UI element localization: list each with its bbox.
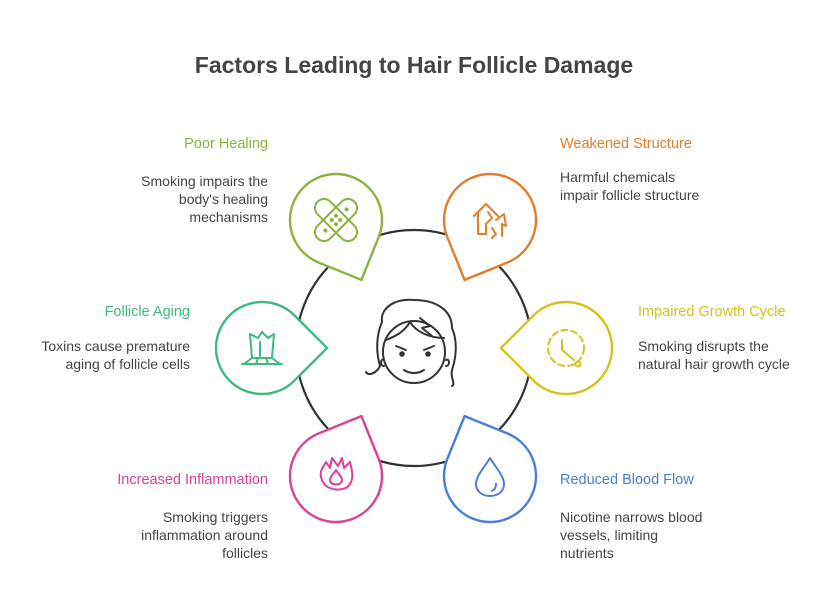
tree-stump-icon xyxy=(241,331,283,365)
description-line: aging of follicle cells xyxy=(65,356,190,372)
factor-pin-reduced-blood-flow xyxy=(442,414,538,524)
factor-heading-weakened-structure: Weakened Structure xyxy=(560,136,692,152)
factor-heading-poor-healing: Poor Healing xyxy=(184,136,268,152)
factor-heading-reduced-blood-flow: Reduced Blood Flow xyxy=(560,472,694,488)
factor-heading-follicle-aging: Follicle Aging xyxy=(104,304,190,320)
bandage-icon xyxy=(313,197,359,243)
description-line: nutrients xyxy=(560,545,614,561)
factor-description-follicle-aging: Toxins cause premature aging of follicle… xyxy=(41,337,190,373)
flame-icon xyxy=(319,457,354,491)
description-line: follicles xyxy=(222,545,268,561)
description-line: Harmful chemicals xyxy=(560,169,676,185)
droplet-icon xyxy=(475,457,505,497)
frustrated-face-icon xyxy=(365,298,457,387)
factor-pin-follicle-aging xyxy=(214,300,329,396)
factor-heading-impaired-growth-cycle: Impaired Growth Cycle xyxy=(638,304,786,320)
description-line: Toxins cause premature xyxy=(41,338,190,354)
factor-pin-weakened-structure xyxy=(442,172,538,282)
factor-description-weakened-structure: Harmful chemicals impair follicle struct… xyxy=(560,168,699,204)
description-line: vessels, limiting xyxy=(560,527,659,543)
description-line: Smoking triggers xyxy=(162,509,268,525)
description-line: mechanisms xyxy=(189,209,268,225)
description-line: Smoking disrupts the xyxy=(638,338,769,354)
description-line: Smoking impairs the xyxy=(141,173,268,189)
factor-description-poor-healing: Smoking impairs the body's healing mecha… xyxy=(141,172,268,226)
factor-pin-impaired-growth-cycle xyxy=(499,300,614,396)
broken-clock-icon xyxy=(547,329,585,368)
description-line: Nicotine narrows blood xyxy=(560,509,703,525)
factor-description-impaired-growth-cycle: Smoking disrupts the natural hair growth… xyxy=(638,337,790,373)
description-line: body's healing xyxy=(178,191,268,207)
damaged-house-icon xyxy=(473,203,507,239)
description-line: inflammation around xyxy=(141,527,268,543)
diagram-title: Factors Leading to Hair Follicle Damage xyxy=(194,52,634,78)
factor-description-reduced-blood-flow: Nicotine narrows blood vessels, limiting… xyxy=(560,508,702,562)
factor-description-increased-inflammation: Smoking triggers inflammation around fol… xyxy=(141,508,268,562)
factor-heading-increased-inflammation: Increased Inflammation xyxy=(117,472,268,488)
description-line: impair follicle structure xyxy=(560,187,700,203)
description-line: natural hair growth cycle xyxy=(638,356,790,372)
